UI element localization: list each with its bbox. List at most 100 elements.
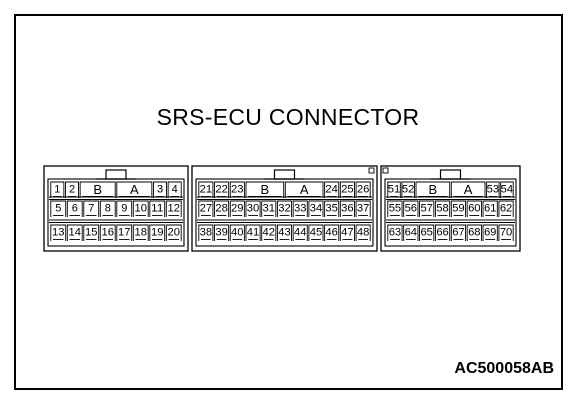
pin-44: 44: [294, 227, 307, 239]
pin-cavity: [355, 200, 371, 217]
pin-cavity: [50, 181, 65, 198]
pin-cavity: [401, 181, 415, 198]
pin-20: 20: [168, 227, 181, 239]
keyway-label-a: A: [130, 182, 139, 197]
pin-cavity: [339, 200, 355, 217]
pin-64: 64: [405, 227, 418, 239]
diagram-title: SRS-ECU CONNECTOR: [156, 104, 420, 130]
pin-cavity: [198, 200, 214, 217]
pin-60: 60: [468, 203, 481, 215]
pin-45: 45: [310, 227, 323, 239]
pin-28: 28: [215, 203, 228, 215]
pin-cavity: [324, 224, 340, 241]
pin-4: 4: [172, 184, 178, 196]
pin-cavity: [403, 200, 419, 217]
pin-5: 5: [55, 203, 61, 215]
pin-cavity: [324, 200, 340, 217]
keyway-label-a: A: [300, 182, 309, 197]
pin-48: 48: [357, 227, 370, 239]
pin-cavity: [355, 181, 371, 198]
pin-69: 69: [484, 227, 497, 239]
pin-17: 17: [118, 227, 131, 239]
pin-65: 65: [420, 227, 433, 239]
pin-cavity: [149, 200, 166, 217]
pin-53: 53: [487, 184, 500, 196]
pin-cavity: [198, 181, 214, 198]
pin-cavity: [482, 224, 498, 241]
pin-cavity: [50, 224, 67, 241]
pin-cavity: [500, 181, 514, 198]
pin-35: 35: [325, 203, 338, 215]
pin-40: 40: [231, 227, 244, 239]
pin-cavity: [214, 200, 230, 217]
pin-cavity: [198, 224, 214, 241]
pin-26: 26: [357, 184, 370, 196]
pin-21: 21: [200, 184, 213, 196]
pin-cavity: [308, 224, 324, 241]
pin-18: 18: [135, 227, 148, 239]
pin-39: 39: [215, 227, 228, 239]
keyway-cell: [284, 181, 324, 198]
pin-37: 37: [357, 203, 370, 215]
pin-cavity: [308, 200, 324, 217]
pin-cavity: [419, 224, 435, 241]
pin-cavity: [498, 200, 514, 217]
pin-14: 14: [69, 227, 82, 239]
pin-29: 29: [231, 203, 244, 215]
keyway-cell: [450, 181, 486, 198]
connector-lock-tab: [273, 169, 296, 180]
pin-cavity: [229, 181, 245, 198]
pin-cavity: [339, 181, 355, 198]
pin-41: 41: [247, 227, 260, 239]
pin-1: 1: [54, 184, 60, 196]
pin-cavity: [165, 224, 182, 241]
pin-cavity: [116, 224, 133, 241]
pin-9: 9: [121, 203, 127, 215]
pin-cavity: [149, 224, 166, 241]
pin-cavity: [450, 224, 467, 241]
pin-cavity: [276, 224, 293, 241]
keyway-label-a: A: [464, 182, 473, 197]
pin-cavity: [466, 224, 482, 241]
pin-61: 61: [484, 203, 497, 215]
pin-cavity: [482, 200, 498, 217]
pin-19: 19: [151, 227, 164, 239]
pin-cavity: [434, 200, 451, 217]
pin-cavity: [99, 200, 116, 217]
pin-32: 32: [278, 203, 291, 215]
pin-6: 6: [72, 203, 78, 215]
keyway-cell: [116, 181, 153, 198]
pin-54: 54: [501, 184, 514, 196]
pin-cavity: [245, 224, 261, 241]
pin-46: 46: [325, 227, 338, 239]
pin-56: 56: [405, 203, 418, 215]
pin-57: 57: [420, 203, 433, 215]
connector-lock-tab: [105, 169, 127, 180]
pin-33: 33: [294, 203, 307, 215]
keyway-label-b: B: [261, 182, 270, 197]
pin-cavity: [292, 200, 308, 217]
pin-66: 66: [436, 227, 449, 239]
pin-cavity: [387, 224, 403, 241]
pin-cavity: [66, 200, 83, 217]
pin-cavity: [229, 224, 245, 241]
pin-cavity: [466, 200, 482, 217]
pin-cavity: [214, 224, 230, 241]
pin-68: 68: [468, 227, 481, 239]
keyway-cell: [415, 181, 451, 198]
pin-cavity: [261, 200, 277, 217]
connector-housing: [380, 165, 521, 252]
pin-cavity: [229, 200, 245, 217]
pin-cavity: [167, 181, 182, 198]
pin-25: 25: [341, 184, 354, 196]
pin-cavity: [83, 224, 100, 241]
corner-mark: [368, 167, 375, 174]
pin-cavity: [419, 200, 435, 217]
pin-36: 36: [341, 203, 354, 215]
pin-31: 31: [263, 203, 276, 215]
keyway-label-b: B: [429, 182, 438, 197]
pin-7: 7: [88, 203, 94, 215]
pin-51: 51: [388, 184, 401, 196]
connector-housing: [191, 165, 378, 252]
